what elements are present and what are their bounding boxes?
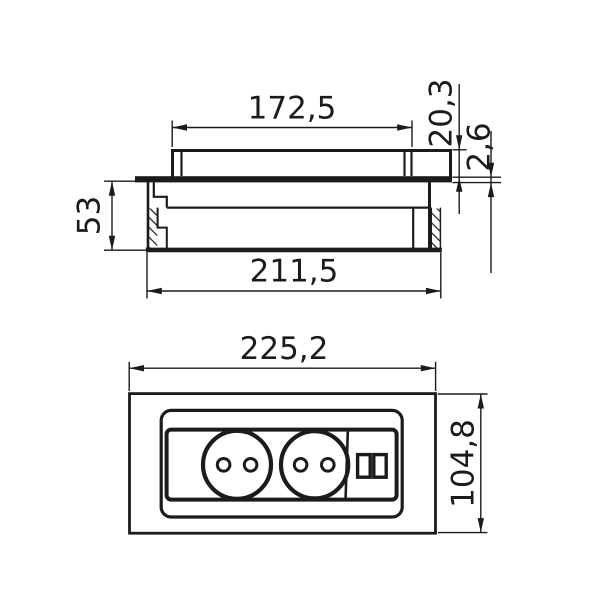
socket-right-pin-hole-right — [320, 457, 336, 473]
socket-left-outline — [200, 428, 274, 501]
ext-lines — [128, 361, 437, 391]
hatch-left-clamp — [148, 208, 158, 249]
usb-ports-icon — [355, 452, 388, 479]
arrowhead-up — [487, 182, 495, 198]
dim-label-flange-thickness: 2,6 — [462, 122, 498, 171]
dim-label-body-width: 211,5 — [250, 254, 339, 290]
dim-label-body-depth: 53 — [72, 196, 108, 235]
dim-body-width: 211,5 — [146, 252, 442, 299]
socket-left-icon — [200, 428, 274, 501]
arrowhead-up — [477, 394, 484, 409]
dim-label-cover-height: 20,3 — [424, 78, 460, 147]
arrowhead-down — [108, 235, 116, 251]
section-dimensions: 172,5 20,3 2,6 53 — [72, 78, 501, 299]
ext-lines — [104, 180, 147, 251]
usb-port-left — [355, 452, 372, 479]
ext-lines — [437, 393, 488, 534]
dim-cover-height: 20,3 — [424, 78, 501, 214]
arrowhead-up — [456, 177, 463, 192]
cover-outline — [171, 149, 452, 177]
arrowhead-left — [129, 365, 144, 372]
socket-left-pin-hole-left — [215, 457, 232, 473]
plan-cover-frame — [159, 408, 404, 519]
plan-dimensions: 225,2 104,8 — [128, 331, 488, 534]
socket-right-pin-hole-left — [292, 457, 309, 473]
ext-lines — [171, 120, 413, 147]
plan-view — [128, 392, 437, 535]
dim-overall-width: 225,2 — [128, 331, 437, 391]
arrowhead-left — [147, 287, 162, 295]
usb-port-right — [372, 452, 388, 479]
dim-overall-height: 104,8 — [437, 393, 488, 534]
dim-label-overall-height: 104,8 — [446, 419, 482, 508]
arrowhead-down — [456, 135, 463, 150]
dim-cover-width: 172,5 — [171, 91, 413, 147]
flange-bar — [135, 176, 452, 183]
body-left-step-profile — [152, 182, 168, 208]
socket-right-icon — [278, 429, 351, 501]
socket-right-outline — [278, 429, 351, 501]
cover-right-inner-wall — [403, 151, 413, 176]
arrowhead-up — [108, 181, 116, 196]
arrowhead-right — [420, 365, 436, 372]
dim-body-depth: 53 — [72, 180, 147, 251]
arrowhead-down — [487, 162, 495, 178]
socket-plate — [164, 427, 399, 502]
dim-label-cover-width: 172,5 — [248, 91, 337, 127]
dim-label-overall-width: 225,2 — [240, 331, 329, 367]
section-view — [135, 149, 452, 253]
arrowhead-down — [477, 518, 484, 533]
plan-outer-rect — [128, 392, 437, 535]
arrowhead-right — [426, 287, 441, 295]
arrowhead-right — [397, 124, 412, 131]
body-left-inner-step — [156, 207, 168, 249]
arrowhead-left — [172, 124, 187, 131]
dim-flange-thickness: 2,6 — [452, 122, 501, 273]
hatch-right-clamp — [431, 208, 441, 249]
socket-left-pin-hole-right — [242, 457, 259, 473]
